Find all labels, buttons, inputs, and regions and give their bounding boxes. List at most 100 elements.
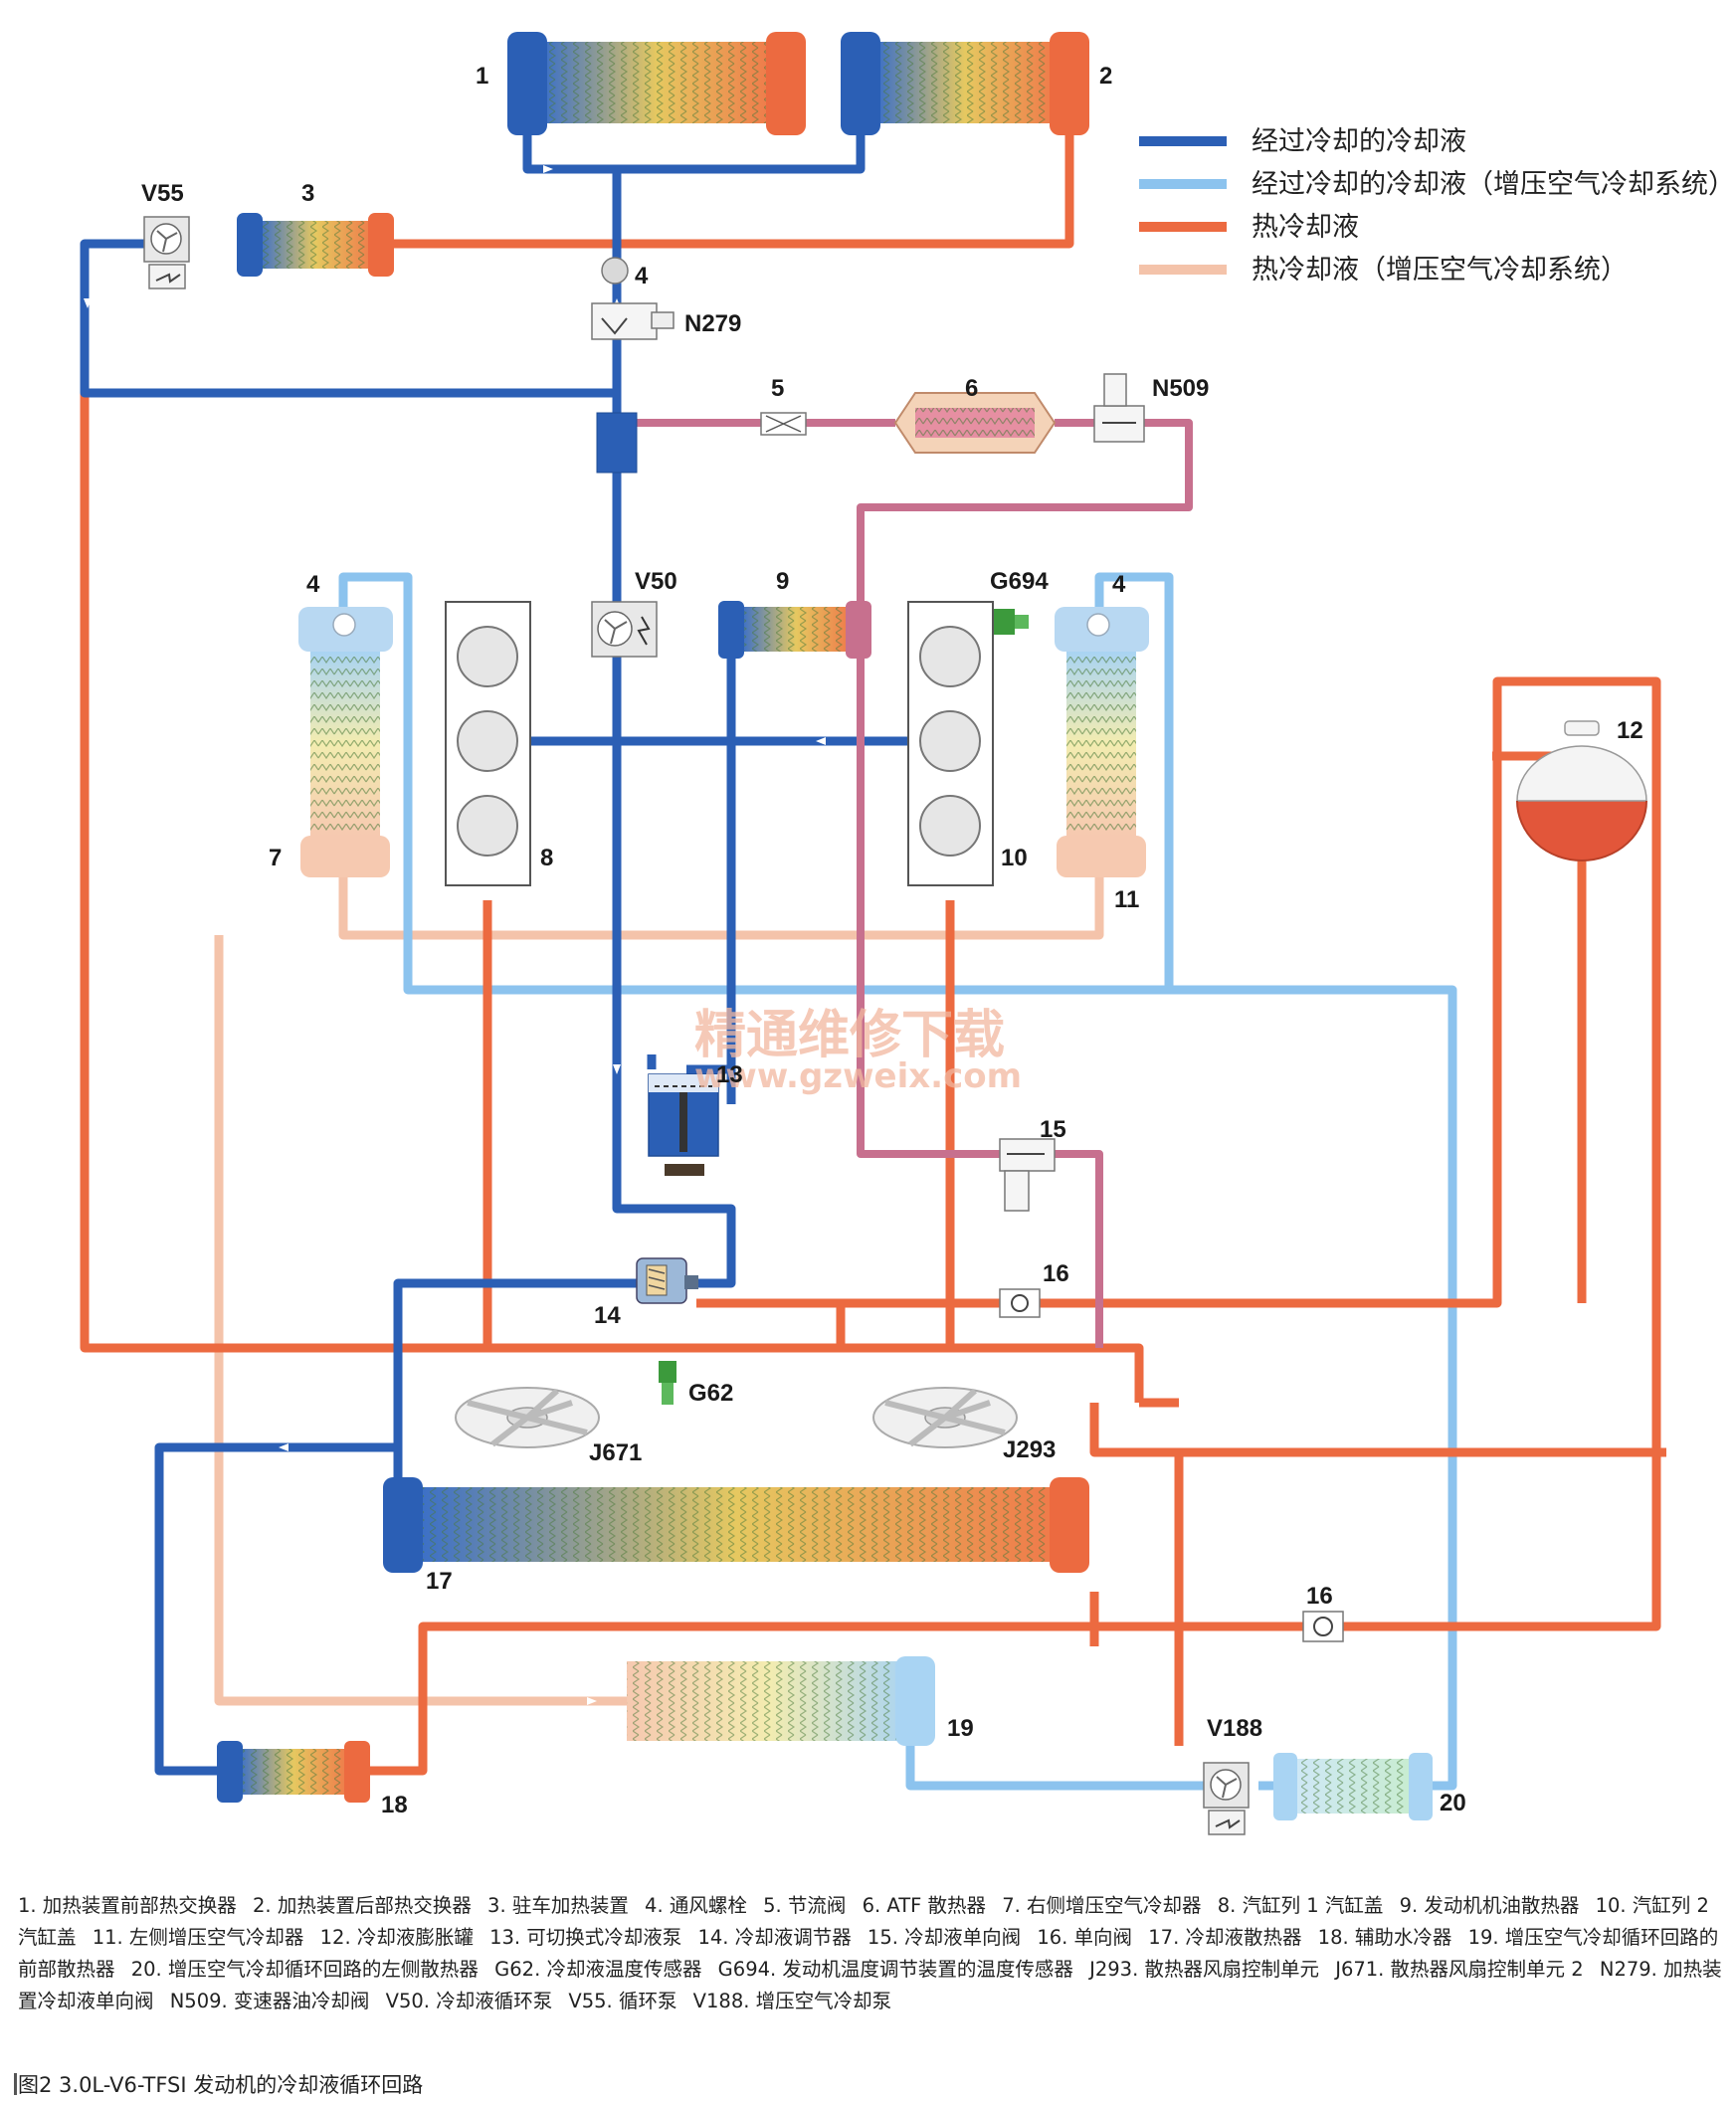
label-g694: G694	[990, 568, 1049, 595]
label-7: 7	[269, 845, 282, 871]
n509-transmission-oil-cooling-valve	[1093, 373, 1145, 443]
t-junction	[596, 412, 638, 474]
caption-item: 1. 加热装置前部热交换器	[18, 1894, 237, 1917]
figure-caption: 1. 加热装置前部热交换器 2. 加热装置后部热交换器 3. 驻车加热装置 4.…	[14, 1890, 1729, 2097]
label-4-left: 4	[306, 571, 320, 598]
label-15: 15	[1040, 1116, 1066, 1143]
label-n509: N509	[1152, 375, 1209, 402]
label-20: 20	[1440, 1790, 1466, 1816]
caption-item: 9. 发动机机油散热器	[1399, 1894, 1580, 1917]
caption-item: G694. 发动机温度调节装置的温度传感器	[717, 1958, 1073, 1981]
figure-title: 图2 3.0L-V6-TFSI 发动机的冷却液循环回路	[18, 2073, 424, 2097]
label-10: 10	[1001, 845, 1028, 871]
switchable-coolant-pump	[648, 1073, 719, 1176]
check-valve-lower	[1302, 1611, 1344, 1642]
caption-item: J293. 散热器风扇控制单元	[1089, 1958, 1319, 1981]
coolant-expansion-tank	[1516, 720, 1647, 861]
throttle-valve	[760, 412, 807, 436]
watermark-title: 精通维修下载	[694, 1006, 1005, 1065]
label-17: 17	[426, 1568, 453, 1595]
legend-label-cooled: 经过冷却的冷却液	[1252, 126, 1466, 157]
caption-item: 5. 节流阀	[763, 1894, 847, 1917]
label-3: 3	[301, 180, 314, 207]
legend-label-hot: 热冷却液	[1252, 212, 1359, 243]
caption-item: 15. 冷却液单向阀	[867, 1926, 1022, 1949]
caption-item: J671. 散热器风扇控制单元 2	[1335, 1958, 1584, 1981]
charge-air-front-radiator	[627, 1656, 935, 1746]
color-legend: 经过冷却的冷却液 经过冷却的冷却液（增压空气冷却系统） 热冷却液 热冷却液（增压…	[1139, 126, 1735, 286]
label-5: 5	[771, 375, 784, 402]
right-charge-air-cooler	[298, 607, 393, 877]
n279-heater-shutoff-valve	[591, 302, 675, 340]
label-14: 14	[594, 1302, 621, 1329]
cylinder-bank-1-head	[445, 601, 531, 886]
label-18: 18	[381, 1792, 408, 1818]
caption-item: 8. 汽缸列 1 汽缸盖	[1217, 1894, 1384, 1917]
pipes-atf	[617, 419, 1193, 1348]
engine-oil-cooler	[718, 601, 871, 659]
caption-item: 17. 冷却液散热器	[1148, 1926, 1302, 1949]
legend-label-hot-charge-air: 热冷却液（增压空气冷却系统）	[1252, 255, 1628, 286]
caption-item: 12. 冷却液膨胀罐	[319, 1926, 474, 1949]
caption-item: 6. ATF 散热器	[862, 1894, 987, 1917]
legend-swatch-cooled-charge-air	[1139, 179, 1227, 189]
label-8: 8	[540, 845, 553, 871]
vent-screw-top	[601, 257, 629, 285]
label-9: 9	[776, 568, 789, 595]
coolant-radiator	[383, 1477, 1089, 1573]
caption-item: 20. 增压空气冷却循环回路的左侧散热器	[130, 1958, 479, 1981]
label-1: 1	[476, 63, 488, 90]
label-6: 6	[965, 375, 978, 402]
coolant-circuit-diagram: 经过冷却的冷却液 经过冷却的冷却液（增压空气冷却系统） 热冷却液 热冷却液（增压…	[80, 32, 1735, 1835]
caption-item: 18. 辅助水冷器	[1317, 1926, 1452, 1949]
caption-item: 13. 可切换式冷却液泵	[489, 1926, 682, 1949]
caption-item: V188. 增压空气冷却泵	[692, 1990, 892, 2012]
caption-item: 16. 单向阀	[1037, 1926, 1133, 1949]
v188-charge-air-cooling-pump	[1203, 1762, 1250, 1835]
label-v55: V55	[141, 180, 184, 207]
left-charge-air-cooler	[1055, 607, 1149, 877]
legend-swatch-hot-charge-air	[1139, 265, 1227, 275]
coolant-thermostat-regulator	[636, 1257, 698, 1304]
label-13: 13	[716, 1061, 743, 1088]
caption-item: G62. 冷却液温度传感器	[494, 1958, 702, 1981]
v50-coolant-circulation-pump	[591, 601, 658, 658]
legend-label-cooled-charge-air: 经过冷却的冷却液（增压空气冷却系统）	[1252, 169, 1735, 200]
label-j671: J671	[589, 1439, 642, 1466]
label-11: 11	[1114, 886, 1139, 913]
caption-item: 10. 汽缸列 2 汽缸盖	[18, 1894, 1709, 1949]
coolant-check-valve	[999, 1138, 1056, 1212]
g694-temperature-sensor	[993, 609, 1029, 635]
label-12: 12	[1617, 717, 1643, 744]
heater-rear-heat-exchanger	[841, 32, 1089, 135]
caption-item: N509. 变速器油冷却阀	[169, 1990, 370, 2012]
radiator-fan-j671	[455, 1387, 600, 1448]
caption-item: 11. 左侧增压空气冷却器	[92, 1926, 304, 1949]
label-19: 19	[947, 1715, 974, 1742]
label-v188: V188	[1207, 1715, 1262, 1742]
check-valve-upper	[999, 1288, 1041, 1318]
label-j293: J293	[1003, 1436, 1056, 1463]
pipes-hot-charge-air	[214, 875, 1104, 1706]
label-n279: N279	[684, 310, 741, 337]
label-g62: G62	[688, 1380, 733, 1407]
g62-coolant-temperature-sensor	[659, 1361, 676, 1405]
v55-circulation-pump	[143, 216, 190, 289]
caption-item: 3. 驻车加热装置	[487, 1894, 629, 1917]
caption-item: 7. 右侧增压空气冷却器	[1002, 1894, 1202, 1917]
label-v50: V50	[635, 568, 677, 595]
component-legend-text: 1. 加热装置前部热交换器 2. 加热装置后部热交换器 3. 驻车加热装置 4.…	[18, 1890, 1729, 2017]
parking-heater	[237, 213, 394, 277]
legend-swatch-cooled	[1139, 136, 1227, 146]
caption-item: 4. 通风螺栓	[645, 1894, 747, 1917]
charge-air-left-radiator	[1273, 1753, 1433, 1820]
label-4-right: 4	[1112, 571, 1126, 598]
auxiliary-water-cooler	[217, 1741, 370, 1803]
caption-item: 2. 加热装置后部热交换器	[253, 1894, 472, 1917]
label-2: 2	[1099, 63, 1112, 90]
label-16-lower: 16	[1306, 1583, 1333, 1610]
legend-swatch-hot	[1139, 222, 1227, 232]
radiator-fan-j293	[872, 1387, 1018, 1448]
figure-title-bar	[14, 2073, 17, 2095]
caption-item: 14. 冷却液调节器	[697, 1926, 852, 1949]
